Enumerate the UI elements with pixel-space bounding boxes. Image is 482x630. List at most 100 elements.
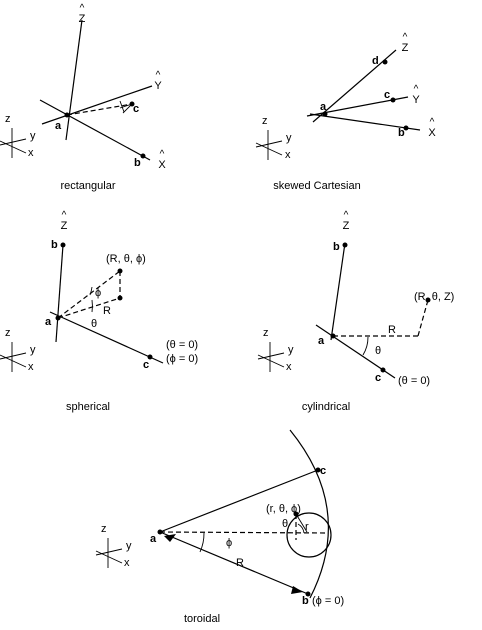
point-c-label: c [320,465,326,477]
triad-skewed: z y x [255,115,292,161]
panel-cylindrical: ^ Z b a c (R, θ, Z) R θ (θ = 0) z y x cy… [257,210,454,413]
z-axis-line [330,242,346,341]
y-hat-label: Y [154,80,162,92]
point-c-dot [129,101,135,107]
z-hat-mark: ^ [62,210,67,221]
caption-skewed-cartesian: skewed Cartesian [273,180,360,192]
x-hat-mark: ^ [430,117,435,128]
x-axis-line [39,99,151,161]
z-axis-line [312,49,397,123]
point-c-label: c [143,359,149,371]
theta-zero-label: (θ = 0) [398,375,430,387]
triad-spherical: z y x [0,327,36,373]
point-b-label: b [51,239,58,251]
point-a-dot [322,111,328,117]
phi-arc [199,532,205,553]
phi-zero-label: (ϕ = 0) [312,595,344,607]
z-hat-mark: ^ [403,32,408,43]
point-b-label: b [134,157,141,169]
x-hat-mark: ^ [160,149,165,160]
point-c-dot [390,97,396,103]
triad-z: z [101,523,107,535]
point-projection-dot [117,295,123,301]
point-b-dot [305,591,311,597]
line-a-to-c [159,469,319,533]
x-hat-label: X [158,159,166,171]
point-b-label: b [302,595,309,607]
point-b-label: b [333,241,340,253]
torus-arc [289,429,329,599]
dashed-R-line [57,270,121,319]
phi-zero-label: (ϕ = 0) [166,353,198,365]
z-hat-label: Z [79,13,86,25]
point-a-label: a [318,335,325,347]
point-a-dot [330,333,336,339]
theta-label: θ [282,518,288,530]
point-a-dot [64,112,70,118]
x-hat-label: X [428,127,436,139]
R-label: R [388,324,396,336]
y-hat-mark: ^ [156,70,161,81]
theta-arc [297,523,305,534]
triad-y: y [286,132,292,144]
minor-circle [286,512,332,558]
z-hat-mark: ^ [80,3,85,14]
point-c-dot [380,367,386,373]
panel-spherical: ^ Z b a c (R, θ, ϕ) ϕ R θ (θ = 0) (ϕ = 0… [0,210,198,413]
point-c-dot [147,354,153,360]
arrowhead-b [291,586,303,594]
triad-z: z [262,115,268,127]
caption-spherical: spherical [66,401,110,413]
point-b-dot [403,125,409,131]
arrowhead-a [164,534,176,542]
triad-y: y [288,344,294,356]
z-hat-mark: ^ [344,210,349,221]
z-axis-line [55,244,64,343]
theta-label: θ [91,318,97,330]
theta-zero-label: (θ = 0) [166,339,198,351]
triad-z: z [5,113,11,125]
point-coord-dot [425,297,431,303]
r-small-label: r [305,521,309,533]
point-a-dot [55,315,61,321]
triad-x: x [285,149,291,161]
triad-y: y [30,344,36,356]
x-axis-line [49,311,164,364]
point-b-label: b [398,127,405,139]
point-a-label: a [45,316,52,328]
z-hat-label: Z [61,220,68,232]
dashed-Z-line [417,299,429,337]
caption-cylindrical: cylindrical [302,401,350,413]
y-axis-line [41,85,153,125]
z-hat-label: Z [343,220,350,232]
triad-x: x [28,361,34,373]
phi-label: ϕ [226,537,232,549]
theta-arc [362,336,369,356]
dashed-vector-a-to-c [66,103,133,116]
triad-rectangular: z y x [0,113,36,159]
caption-rectangular: rectangular [60,180,115,192]
caption-toroidal: toroidal [184,613,220,625]
point-c-dot [315,467,321,473]
y-hat-label: Y [412,94,420,106]
triad-x: x [28,147,34,159]
triad-y: y [126,540,132,552]
line-a-to-b [159,531,309,595]
dashed-projection-line [57,297,121,319]
coord-label: (R, θ, ϕ) [106,253,146,265]
point-b-dot [140,153,146,159]
R-label: R [236,557,244,569]
point-c-label: c [375,372,381,384]
panel-rectangular: ^ Z ^ Y ^ X a c b z y x rectangular [0,3,166,192]
point-a-label: a [320,101,327,113]
triad-cylindrical: z y x [257,327,294,373]
coord-label: (R, θ, Z) [414,291,454,303]
triad-x: x [124,557,130,569]
triad-z: z [5,327,11,339]
triad-y: y [30,130,36,142]
triad-x: x [286,361,292,373]
r-small-line [295,513,308,533]
triad-z: z [263,327,269,339]
phi-label: ϕ [95,287,101,299]
point-c-label: c [133,103,139,115]
